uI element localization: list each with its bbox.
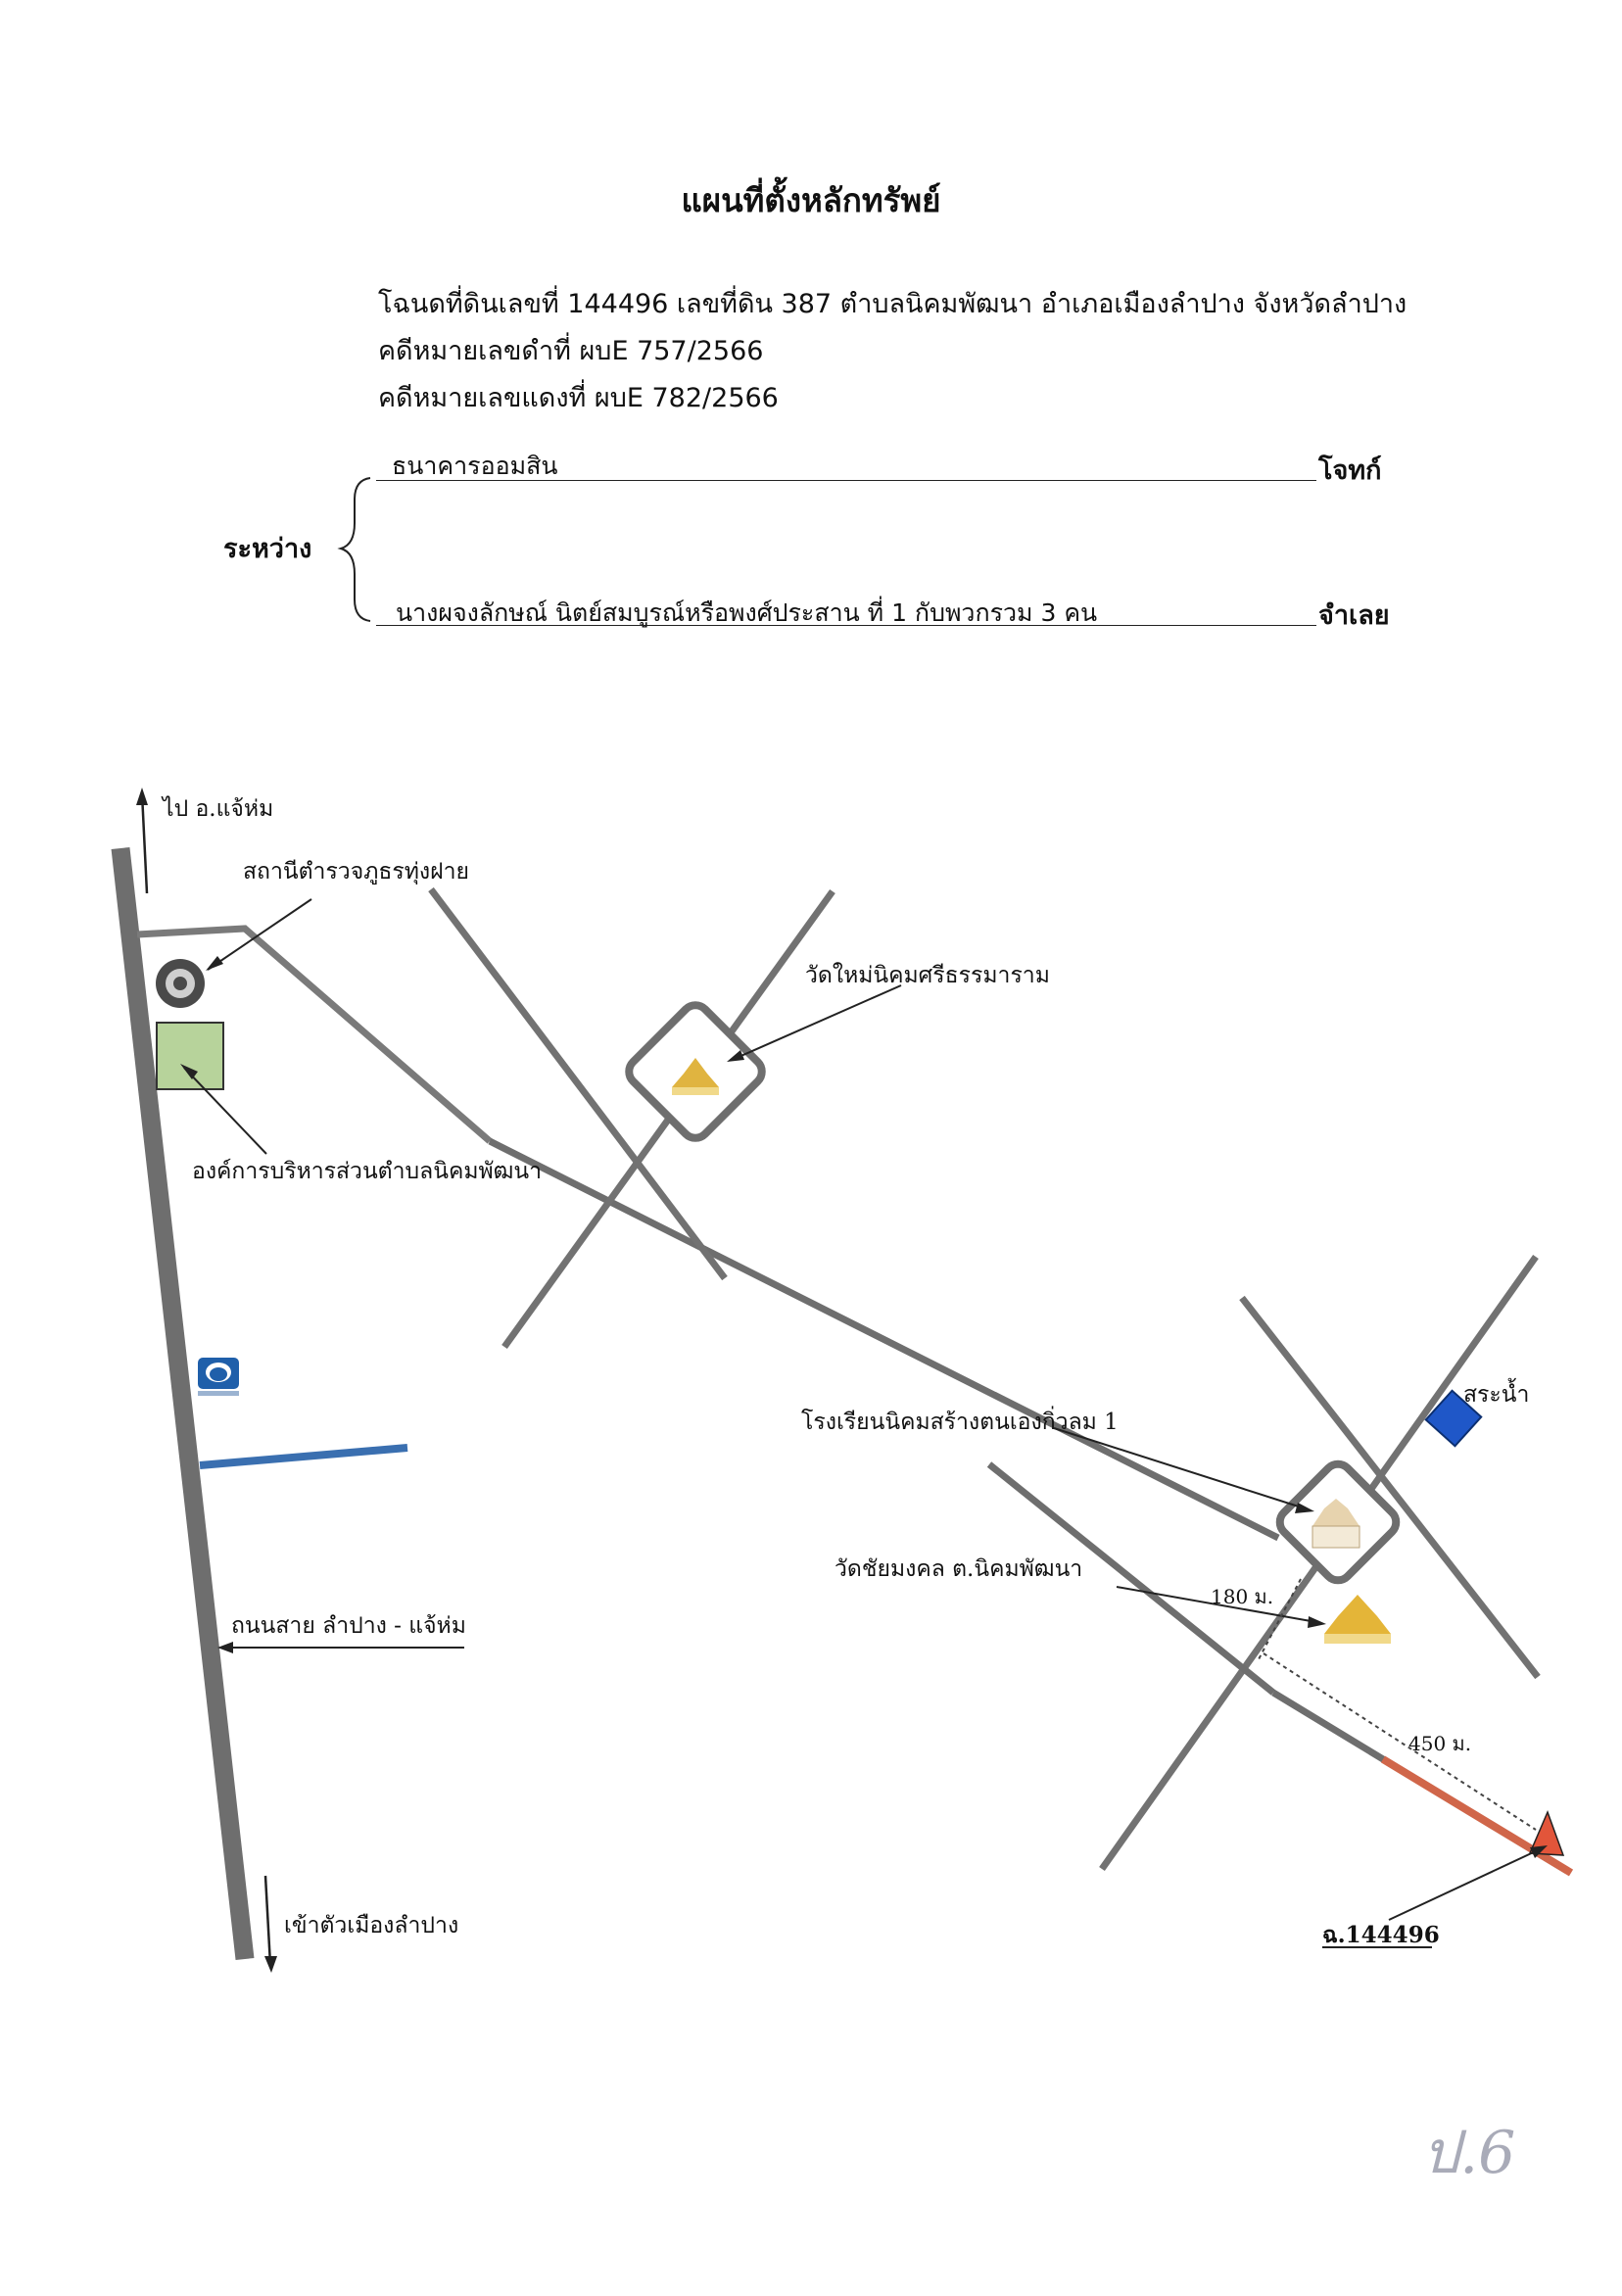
defendant-role: จำเลย: [1318, 600, 1390, 631]
page-mark: ป.6: [1422, 2119, 1516, 2187]
canal: [199, 1444, 408, 1469]
label-sao-office: องค์การบริหารส่วนตำบลนิคมพัฒนา: [192, 1159, 543, 1184]
defendant-name: นางผจงลักษณ์ นิตย์สมบูรณ์หรือพงศ์ประสาน …: [396, 598, 1098, 627]
police-station-icon: [156, 959, 205, 1008]
red-case-number: คดีหมายเลขแดงที่ ผบE 782/2566: [378, 383, 779, 413]
label-distance-180: 180 ม.: [1211, 1585, 1274, 1608]
brace: [337, 477, 371, 622]
label-pond: สระน้ำ: [1463, 1382, 1530, 1408]
label-road-name: ถนนสาย ลำปาง - แจ้ห่ม: [231, 1613, 466, 1639]
label-to-lampang: เข้าตัวเมืองลำปาง: [284, 1913, 459, 1938]
label-to-chae-hom: ไป อ.แจ้ห่ม: [163, 796, 274, 822]
deed-line: โฉนดที่ดินเลขที่ 144496 เลขที่ดิน 387 ตำ…: [378, 289, 1407, 319]
north-arrow-head: [136, 788, 148, 805]
plaintiff-underline: [376, 480, 1316, 481]
label-police-station: สถานีตำรวจภูธรทุ่งฝาย: [243, 859, 470, 885]
temple-mai-icon: [672, 1058, 719, 1095]
black-case-number: คดีหมายเลขดำที่ ผบE 757/2566: [378, 336, 764, 366]
label-school: โรงเรียนนิคมสร้างตนเองกิ่วลม 1: [801, 1410, 1119, 1435]
pond-icon: [1424, 1389, 1483, 1448]
road-nw-1: [428, 886, 728, 1281]
plot-frontage: [1380, 1755, 1574, 1877]
label-temple-mai: วัดใหม่นิคมศรีธรรมาราม: [805, 963, 1050, 988]
defendant-underline: [376, 625, 1316, 626]
main-road: [111, 846, 255, 1961]
branch-road: [136, 925, 493, 1144]
distance-450-line: [1263, 1652, 1537, 1831]
sao-office-box: [156, 1022, 224, 1090]
road-se: [986, 1461, 1276, 1696]
south-arrow-head: [264, 1956, 277, 1973]
long-diagonal-road: [488, 1137, 1280, 1542]
deed-marker-icon: [1528, 1809, 1565, 1856]
bank-icon: [198, 1358, 239, 1396]
label-distance-450: 450 ม.: [1408, 1732, 1472, 1755]
plaintiff-role: โจทก์: [1318, 455, 1382, 486]
temple-chai-icon: [1324, 1595, 1391, 1644]
page-title: แผนที่ตั้งหลักทรัพย์: [681, 181, 941, 219]
school-icon: [1312, 1499, 1360, 1549]
label-deed-marker: ฉ.144496: [1322, 1922, 1440, 1948]
road-nw-2: [1239, 1295, 1541, 1680]
between-label: ระหว่าง: [223, 534, 312, 564]
label-temple-chai: วัดชัยมงคล ต.นิคมพัฒนา: [835, 1556, 1083, 1582]
plaintiff-name: ธนาคารออมสิน: [392, 452, 558, 480]
